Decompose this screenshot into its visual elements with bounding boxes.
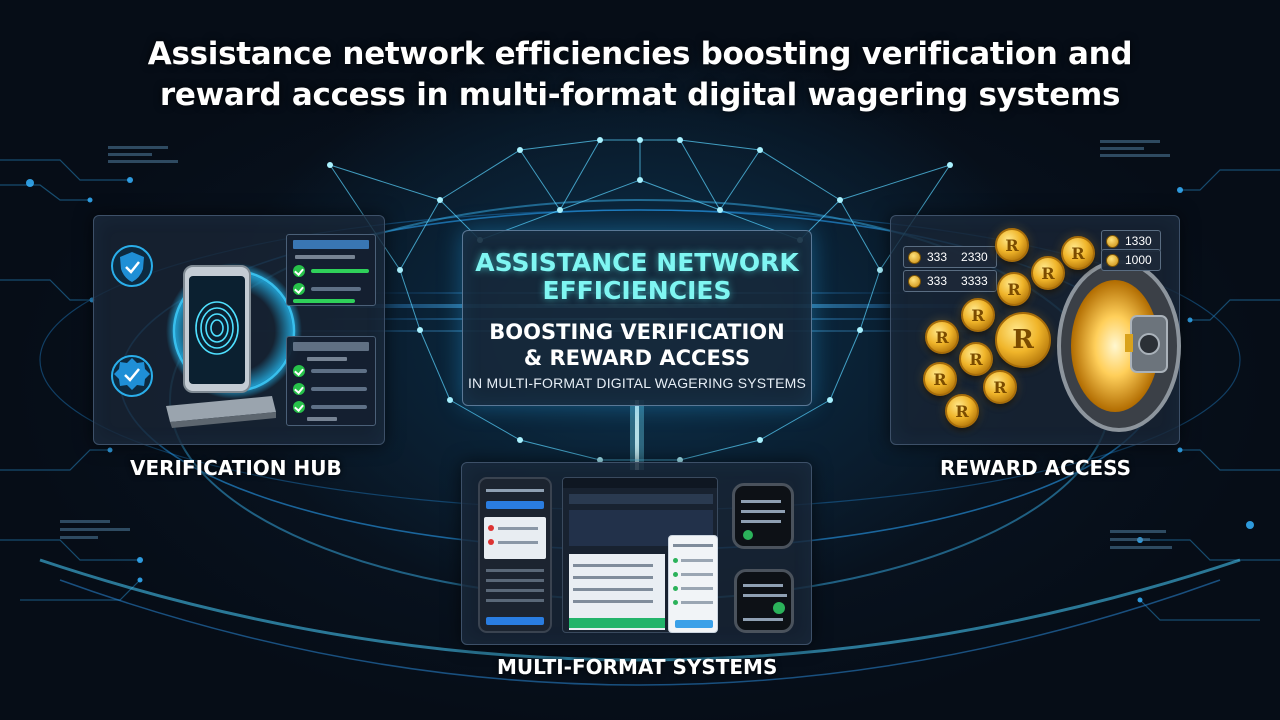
verification-hub-panel	[93, 215, 385, 445]
main-title-line2: reward access in multi-format digital wa…	[159, 77, 1121, 113]
center-subtitle-line1: BOOSTING VERIFICATION	[489, 320, 785, 344]
shield-check-icon	[111, 245, 153, 287]
reward-coin-icon	[1106, 234, 1119, 248]
verification-illustration	[111, 245, 302, 428]
center-title-line2: EFFICIENCIES	[542, 276, 732, 305]
main-title-line1: Assistance network efficiencies boosting…	[147, 36, 1133, 72]
reward-coin-icon: R	[995, 312, 1051, 368]
check-icon	[293, 265, 305, 277]
center-title-line1: ASSISTANCE NETWORK	[475, 248, 799, 277]
mobile-device	[478, 477, 552, 633]
reward-coin-icon: R	[997, 272, 1031, 306]
main-title: Assistance network efficiencies boosting…	[40, 34, 1240, 116]
fingerprint-icon	[195, 301, 239, 355]
reward-coin-icon: R	[995, 228, 1029, 262]
reward-coin-icon: R	[961, 298, 995, 332]
smartwatch-bottom	[734, 569, 794, 633]
multi-format-label: MULTI-FORMAT SYSTEMS	[497, 655, 778, 679]
check-icon	[293, 383, 305, 395]
reward-coin-icon: R	[983, 370, 1017, 404]
reward-coin-icon: R	[923, 362, 957, 396]
reward-access-panel: 333 2330 333 3333 1330 1000 R R R R R R …	[890, 215, 1181, 445]
reward-coin-icon	[1106, 253, 1119, 267]
center-card-title: ASSISTANCE NETWORK EFFICIENCIES	[463, 249, 811, 305]
center-subtitle-line2: & REWARD ACCESS	[523, 346, 751, 370]
smartwatch-top	[732, 483, 794, 549]
verified-badge-icon	[111, 355, 153, 397]
reward-coin-icon	[908, 274, 921, 288]
check-icon	[293, 401, 305, 413]
reward-chip-right-b: 1000	[1101, 249, 1161, 271]
verification-status-card-bottom	[286, 336, 376, 426]
tablet-panel	[668, 535, 718, 633]
center-info-card: ASSISTANCE NETWORK EFFICIENCIES BOOSTING…	[462, 230, 812, 406]
center-card-subtitle: BOOSTING VERIFICATION & REWARD ACCESS	[463, 319, 811, 371]
verification-status-card-top	[286, 234, 376, 306]
reward-coin-icon: R	[1061, 236, 1095, 270]
reward-coin-icon: R	[925, 320, 959, 354]
reward-chip-left-a: 333 2330	[903, 246, 997, 268]
reward-coin-icon: R	[959, 342, 993, 376]
center-card-caption: IN MULTI-FORMAT DIGITAL WAGERING SYSTEMS	[467, 375, 807, 391]
reward-chip-left-b: 333 3333	[903, 270, 997, 292]
check-icon	[293, 365, 305, 377]
reward-access-label: REWARD ACCESS	[940, 456, 1132, 480]
reward-coin-icon: R	[1031, 256, 1065, 290]
reward-coin-icon	[908, 250, 921, 264]
vault-door-icon	[1057, 260, 1181, 432]
verification-hub-label: VERIFICATION HUB	[130, 456, 342, 480]
reward-coin-icon: R	[945, 394, 979, 428]
check-icon	[293, 283, 305, 295]
multi-format-panel	[461, 462, 812, 645]
